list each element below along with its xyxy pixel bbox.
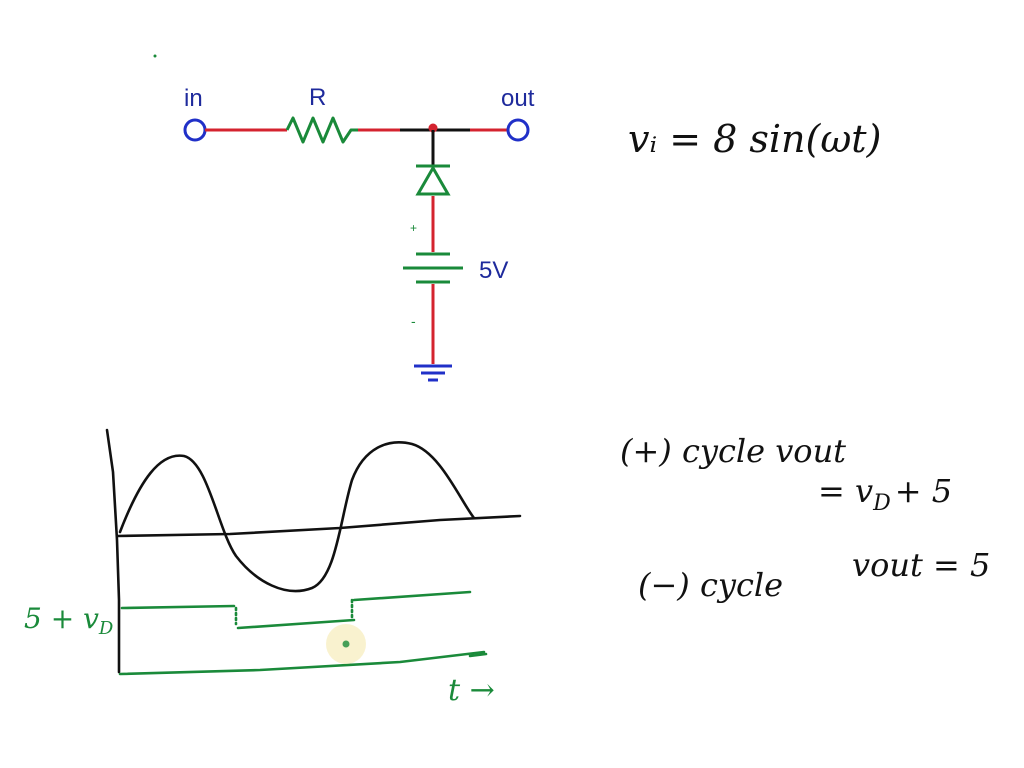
diode-icon xyxy=(415,164,451,196)
positive-cycle-value-main: = v xyxy=(818,472,873,510)
input-terminal-icon xyxy=(183,118,207,142)
output-level-label-subscript: D xyxy=(98,618,114,639)
output-baseline xyxy=(118,650,486,676)
ground-icon xyxy=(414,364,452,382)
positive-cycle-note: (+) cycle vout xyxy=(620,432,846,470)
resistor-icon xyxy=(285,116,358,144)
notes: vᵢ = 8 sin(ωt) (+) cycle vout = vD+ 5 (−… xyxy=(620,117,990,604)
cursor-dot-icon xyxy=(342,640,350,648)
circuit-diagram: in R out + 5V - xyxy=(153,54,535,382)
output-baseline-tick xyxy=(468,652,488,658)
positive-cycle-subscript: D xyxy=(872,491,891,516)
battery-icon xyxy=(403,252,463,284)
battery-minus-sign: - xyxy=(411,313,416,329)
output-label: out xyxy=(501,85,535,112)
output-level-label: 5 + vD xyxy=(24,602,114,639)
positive-cycle-tail: + 5 xyxy=(895,472,952,510)
output-level-low xyxy=(236,618,356,630)
output-level-high-2 xyxy=(352,590,472,602)
battery-label: 5V xyxy=(479,257,508,284)
time-axis-label: t → xyxy=(448,673,495,708)
input-label: in xyxy=(184,85,203,112)
resistor-label: R xyxy=(309,84,326,111)
sketch-time-axis xyxy=(115,514,522,538)
negative-cycle-value: vout = 5 xyxy=(852,546,990,584)
output-terminal-icon xyxy=(506,118,530,142)
input-sine-wave xyxy=(118,441,476,593)
input-voltage-equation: vᵢ = 8 sin(ωt) xyxy=(628,117,881,161)
junction-node-icon xyxy=(428,123,438,133)
waveform-sketch: 5 + vD t → xyxy=(24,428,522,708)
positive-cycle-value: = vD+ 5 xyxy=(818,472,952,516)
stray-dot xyxy=(153,54,157,58)
sketch-vertical-axis xyxy=(105,428,121,674)
output-level-high-1 xyxy=(120,604,236,610)
output-level-label-main: 5 + v xyxy=(24,602,99,635)
negative-cycle-note: (−) cycle xyxy=(638,566,783,604)
battery-plus-sign: + xyxy=(410,221,417,235)
